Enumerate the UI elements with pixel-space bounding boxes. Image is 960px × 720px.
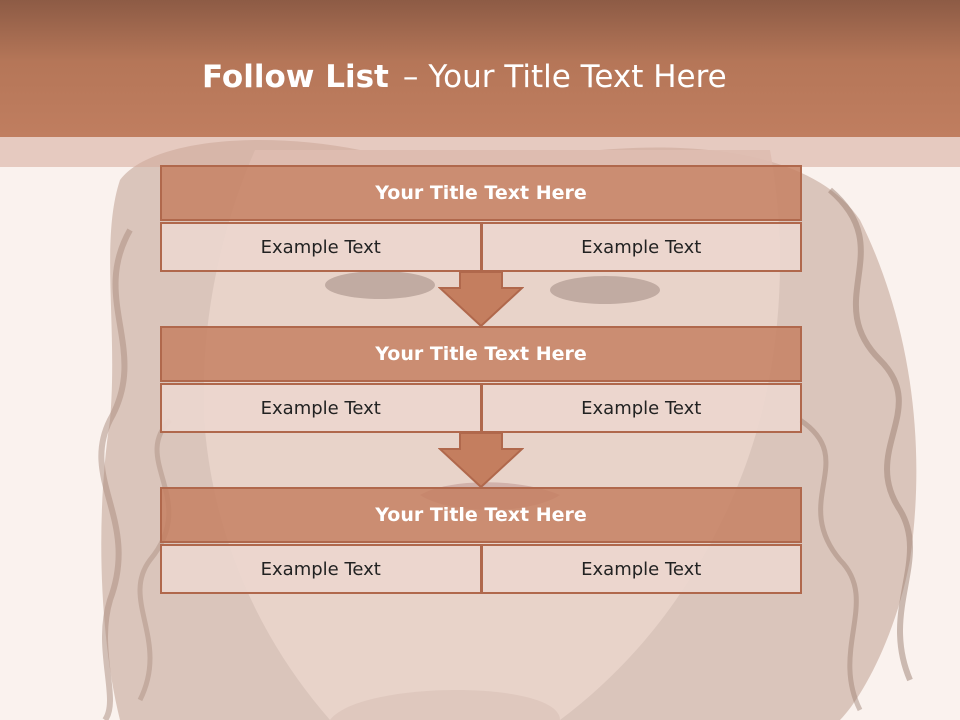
step-row: Example Text Example Text [160,222,802,272]
step-cell-left: Example Text [160,383,482,433]
step-title: Your Title Text Here [160,165,802,221]
step-title: Your Title Text Here [160,326,802,382]
slide-title-rest: Your Title Text Here [428,59,727,95]
step-block-2: Your Title Text Here Example Text Exampl… [160,326,802,433]
step-cell-right: Example Text [481,544,802,594]
slide-title-bold: Follow List [202,59,389,95]
step-block-3: Your Title Text Here Example Text Exampl… [160,487,802,594]
title-bar-strip [0,137,960,167]
title-bar [0,0,960,137]
step-cell-left: Example Text [160,222,482,272]
step-cell-right: Example Text [481,222,802,272]
slide-title: Follow List–Your Title Text Here [202,55,727,99]
step-cell-left: Example Text [160,544,482,594]
down-arrow-icon [438,271,524,328]
down-arrow-icon [438,432,524,489]
step-block-1: Your Title Text Here Example Text Exampl… [160,165,802,272]
step-row: Example Text Example Text [160,383,802,433]
step-cell-right: Example Text [481,383,802,433]
slide-title-separator: – [402,59,419,95]
step-title: Your Title Text Here [160,487,802,543]
step-row: Example Text Example Text [160,544,802,594]
